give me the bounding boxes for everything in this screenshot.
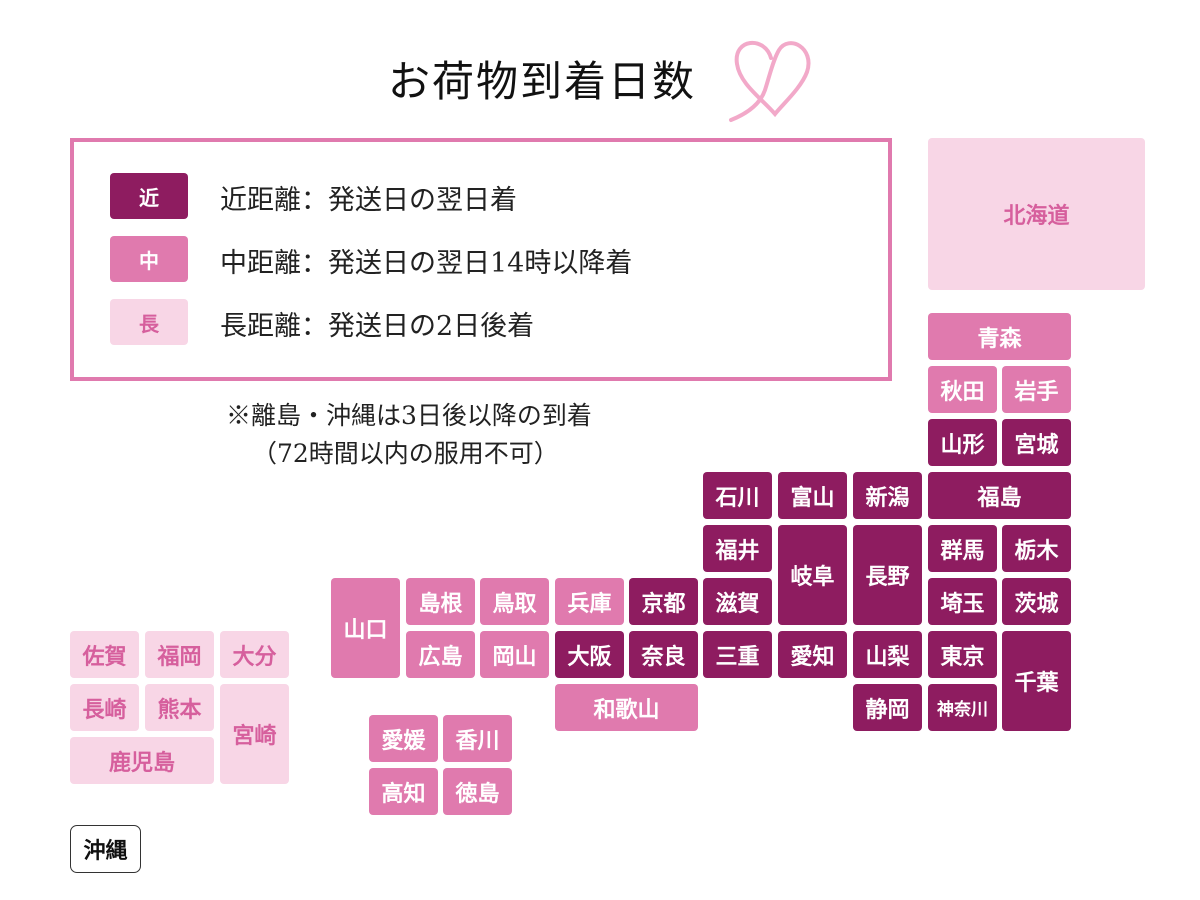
legend-badge-far: 長 — [110, 299, 188, 345]
pref-kyoto: 京都 — [629, 578, 698, 625]
legend-badge-mid: 中 — [110, 236, 188, 282]
page-title: お荷物到着日数 — [388, 57, 697, 106]
pref-tokushima: 徳島 — [443, 768, 512, 815]
pref-fukushima: 福島 — [928, 472, 1071, 519]
pref-tokyo: 東京 — [928, 631, 997, 678]
pref-niigata: 新潟 — [853, 472, 922, 519]
pref-iwate: 岩手 — [1002, 366, 1071, 413]
pref-nagano: 長野 — [853, 525, 922, 625]
pref-nagasaki: 長崎 — [70, 684, 139, 731]
legend-box — [70, 138, 892, 381]
pref-tochigi: 栃木 — [1002, 525, 1071, 572]
heart-ribbon-icon — [729, 41, 811, 122]
pref-shiga: 滋賀 — [703, 578, 772, 625]
pref-aichi: 愛知 — [778, 631, 847, 678]
pref-hokkaido: 北海道 — [928, 138, 1145, 290]
pref-kanagawa: 神奈川 — [928, 684, 997, 731]
pref-ehime: 愛媛 — [369, 715, 438, 762]
pref-hyogo: 兵庫 — [555, 578, 624, 625]
pref-aomori: 青森 — [928, 313, 1071, 360]
pref-fukuoka: 福岡 — [145, 631, 214, 678]
pref-saga: 佐賀 — [70, 631, 139, 678]
note-line-1: ※離島・沖縄は3日後以降の到着 — [226, 401, 592, 430]
pref-yamagata: 山形 — [928, 419, 997, 466]
pref-akita: 秋田 — [928, 366, 997, 413]
pref-gunma: 群馬 — [928, 525, 997, 572]
pref-wakayama: 和歌山 — [555, 684, 698, 731]
pref-osaka: 大阪 — [555, 631, 624, 678]
pref-kochi: 高知 — [369, 768, 438, 815]
pref-hiroshima: 広島 — [406, 631, 475, 678]
pref-ibaraki: 茨城 — [1002, 578, 1071, 625]
note-line-2: （72時間以内の服用不可） — [252, 439, 559, 468]
pref-chiba: 千葉 — [1002, 631, 1071, 731]
pref-ishikawa: 石川 — [703, 472, 772, 519]
legend-badge-near: 近 — [110, 173, 188, 219]
pref-toyama: 富山 — [778, 472, 847, 519]
legend-text-far: 長距離：発送日の2日後着 — [220, 311, 535, 342]
pref-kagawa: 香川 — [443, 715, 512, 762]
pref-okayama: 岡山 — [480, 631, 549, 678]
pref-oita: 大分 — [220, 631, 289, 678]
pref-mie: 三重 — [703, 631, 772, 678]
pref-miyazaki: 宮崎 — [220, 684, 289, 784]
pref-kagoshima: 鹿児島 — [70, 737, 214, 784]
legend-text-near: 近距離：発送日の翌日着 — [220, 185, 517, 216]
legend-text-mid: 中距離：発送日の翌日14時以降着 — [220, 248, 633, 279]
pref-saitama: 埼玉 — [928, 578, 997, 625]
pref-miyagi: 宮城 — [1002, 419, 1071, 466]
pref-fukui: 福井 — [703, 525, 772, 572]
pref-okinawa: 沖縄 — [70, 825, 141, 873]
pref-gifu: 岐阜 — [778, 525, 847, 625]
pref-yamanashi: 山梨 — [853, 631, 922, 678]
pref-shizuoka: 静岡 — [853, 684, 922, 731]
pref-kumamoto: 熊本 — [145, 684, 214, 731]
pref-nara: 奈良 — [629, 631, 698, 678]
pref-shimane: 島根 — [406, 578, 475, 625]
pref-yamaguchi: 山口 — [331, 578, 400, 678]
pref-tottori: 鳥取 — [480, 578, 549, 625]
